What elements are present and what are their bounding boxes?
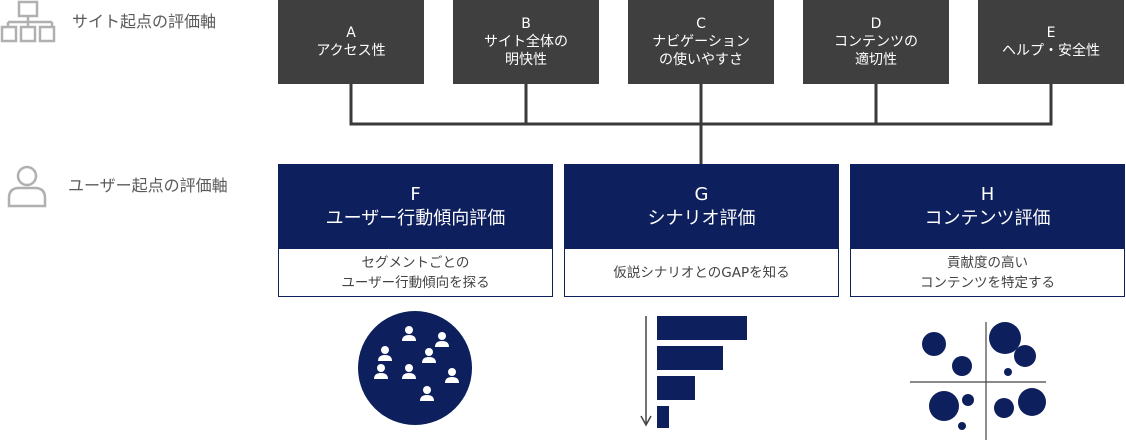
sitemap-icon bbox=[0, 0, 56, 43]
user-axis-name: シナリオ評価 bbox=[647, 207, 756, 229]
site-axis-name: ナビゲーション の使いやすさ bbox=[652, 34, 750, 68]
user-axis-name: コンテンツ評価 bbox=[924, 207, 1051, 229]
site-axis-letter: D bbox=[870, 16, 882, 32]
user-axis-header-f: F ユーザー行動傾向評価 bbox=[278, 164, 553, 249]
user-axis-desc-h: 貢献度の高い コンテンツを特定する bbox=[850, 249, 1125, 297]
user-icon bbox=[7, 165, 47, 208]
site-axis-letter: A bbox=[346, 25, 356, 41]
user-axis-header-g: G シナリオ評価 bbox=[564, 164, 839, 249]
user-axis-letter: G bbox=[694, 183, 709, 205]
user-axis-letter: H bbox=[980, 183, 995, 205]
site-axis-name: サイト全体の 明快性 bbox=[484, 34, 568, 68]
people-cluster-icon bbox=[358, 311, 472, 425]
user-axis-desc-f: セグメントごとの ユーザー行動傾向を探る bbox=[278, 249, 553, 297]
user-axis-name: ユーザー行動傾向評価 bbox=[325, 207, 506, 229]
user-axis-desc-g: 仮説シナリオとのGAPを知る bbox=[564, 249, 839, 297]
descending-bar-icon bbox=[640, 316, 747, 428]
site-axis-letter: B bbox=[521, 16, 531, 32]
site-axis-box-a: A アクセス性 bbox=[278, 0, 424, 84]
site-axis-box-c: C ナビゲーション の使いやすさ bbox=[628, 0, 774, 84]
site-axis-letter: C bbox=[696, 16, 706, 32]
site-axis-box-e: E ヘルプ・安全性 bbox=[978, 0, 1124, 84]
site-axis-letter: E bbox=[1046, 25, 1056, 41]
site-axis-box-b: B サイト全体の 明快性 bbox=[453, 0, 599, 84]
user-axis-label: ユーザー起点の評価軸 bbox=[68, 176, 228, 195]
user-axis-letter: F bbox=[410, 183, 421, 205]
site-axis-box-d: D コンテンツの 適切性 bbox=[803, 0, 949, 84]
site-axis-name: アクセス性 bbox=[316, 43, 386, 59]
site-axis-label: サイト起点の評価軸 bbox=[72, 12, 217, 31]
bubble-quadrant-icon bbox=[910, 322, 1046, 440]
user-axis-header-h: H コンテンツ評価 bbox=[850, 164, 1125, 249]
site-axis-name: コンテンツの 適切性 bbox=[834, 34, 918, 68]
site-axis-name: ヘルプ・安全性 bbox=[1002, 43, 1100, 59]
